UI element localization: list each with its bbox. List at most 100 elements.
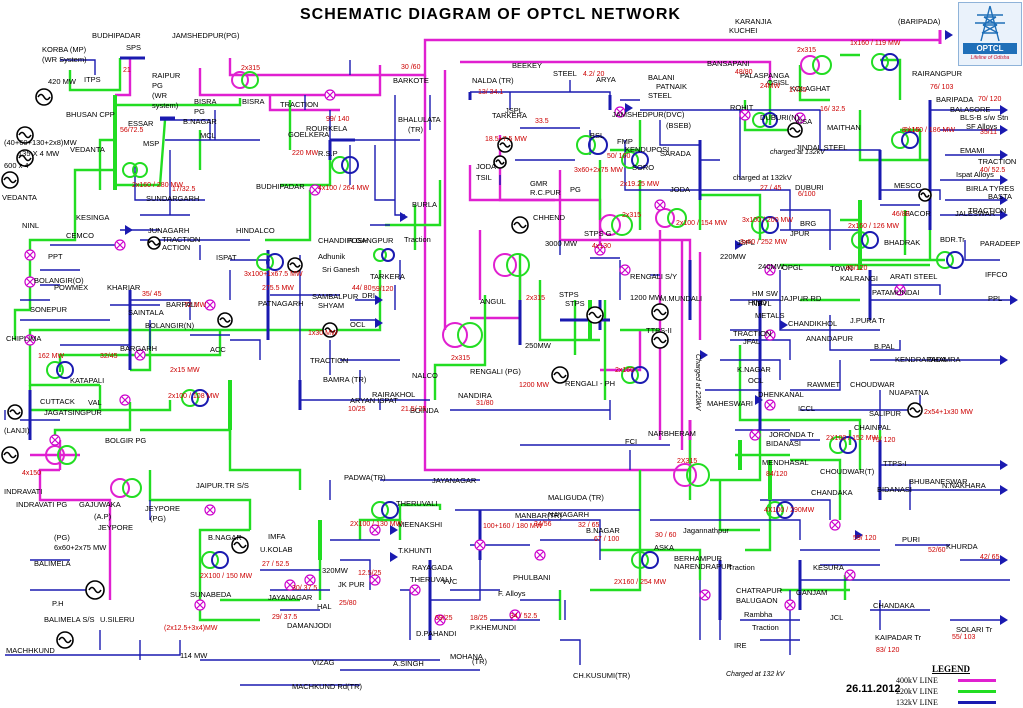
station-label: NARENDRAPUR — [674, 562, 733, 571]
capacity-label: 4x100 / 264 MW — [318, 185, 369, 192]
capacity-label: 3x100+1x67.5 MW — [244, 271, 303, 278]
station-label: MACHHKUND — [6, 646, 55, 655]
capacity-label: 2x100 / 154 MW — [676, 220, 727, 227]
station-label: NAYAGARH — [548, 510, 589, 519]
station-label: DAMANJODI — [287, 621, 331, 630]
transformer-bisra — [231, 71, 259, 89]
station-label: PPT — [48, 252, 63, 261]
capacity-label: 275.5 MW — [262, 285, 294, 292]
capacity-label: 21 — [123, 67, 131, 74]
station-label: MEENAKSHI — [398, 520, 442, 529]
capacity-label: 13/ 34.1 — [478, 89, 503, 96]
capacity-label: 24MW — [760, 83, 781, 90]
busbar-kolaghat — [688, 30, 942, 440]
station-label: RAWMET — [807, 380, 840, 389]
capacity-label: 4X100 / 290MW — [764, 507, 815, 514]
station-label: JPUR — [790, 229, 810, 238]
station-label: CHHEND — [533, 213, 566, 222]
station-label: DUBURI(N) — [760, 113, 800, 122]
station-label: BUDHIPADAR — [256, 182, 305, 191]
generator-maithan — [787, 122, 803, 138]
generator-vedanta-2 — [16, 149, 34, 167]
station-label: DRI — [362, 291, 375, 300]
breakers — [24, 89, 906, 626]
capacity-label: 2x160 / 186 MW — [904, 127, 955, 134]
transformer-stps — [442, 322, 483, 348]
station-label: BUDHIPADAR — [92, 31, 141, 40]
transformer-mendhasal — [673, 463, 710, 487]
station-label: KESINGA — [76, 213, 109, 222]
generator-facor — [918, 188, 932, 202]
station-label: (WR System) — [42, 55, 87, 64]
station-label: ISPAT — [216, 253, 237, 262]
breaker — [619, 264, 631, 276]
transformer-bhadrak — [851, 231, 879, 249]
capacity-label: 2x315 — [622, 212, 641, 219]
transformer-bolangir — [46, 361, 74, 379]
station-label: BEEKEY — [512, 61, 542, 70]
breaker — [739, 109, 751, 121]
transformer-bsl — [655, 208, 687, 228]
station-label: BERHAMPUR — [674, 554, 723, 563]
station-label: JK PUR — [338, 580, 365, 589]
station-label: KOLAGHAT — [790, 84, 831, 93]
generator-korba — [35, 88, 53, 106]
station-label: KENDRAPADA — [895, 355, 946, 364]
breaker — [654, 199, 666, 211]
station-label: T.KHUNTI — [398, 546, 432, 555]
capacity-label: 1x30 MW — [308, 330, 338, 337]
capacity-label: 6/100 — [798, 191, 816, 198]
station-label: MSP — [143, 139, 159, 148]
station-label: FACOR — [905, 209, 931, 218]
station-label: TRACTION — [978, 157, 1016, 166]
station-label: SORO — [632, 163, 654, 172]
station-label: BSL — [590, 131, 604, 140]
capacity-label: 83/ 120 — [876, 647, 899, 654]
capacity-label: 40/ 52.5 — [980, 167, 1005, 174]
station-label: JALESWAR — [955, 209, 996, 218]
logo-tagline: Lifeline of Odisha — [970, 55, 1010, 61]
station-label: JINDAL STEEL — [796, 143, 847, 152]
station-label: KUCHEI — [729, 26, 757, 35]
station-label: BALIMELA S/S — [44, 615, 94, 624]
station-label: ANGUL — [480, 297, 506, 306]
station-label: (PG) — [54, 533, 70, 542]
station-label: HM SW — [752, 289, 779, 298]
capacity-label: 33.5 — [535, 118, 549, 125]
station-label: ASKA — [654, 543, 674, 552]
breaker — [49, 434, 61, 446]
generator-ib — [497, 137, 513, 153]
capacity-label: 18/25 — [470, 615, 488, 622]
generator-stps-250 — [586, 306, 604, 324]
breaker — [409, 584, 421, 596]
station-label: JUNAGARH — [148, 226, 189, 235]
station-label: KORBA (MP) — [42, 45, 87, 54]
station-label: BIDANASI — [766, 439, 801, 448]
station-label: SARADA — [660, 149, 691, 158]
station-label: D.PAHANDI — [416, 629, 456, 638]
transformer-stps-g — [493, 253, 530, 277]
capacity-label: 42/ 65 — [980, 554, 1000, 561]
capacity-label: 48/80 — [735, 69, 753, 76]
capacity-label: 46/80 — [892, 211, 910, 218]
legend: LEGEND 400kV LINE 220kV LINE 132kV LINE — [896, 664, 1006, 708]
generator-icl — [907, 402, 923, 418]
generator-cemco — [147, 236, 161, 250]
station-label: GAJUWAKA — [79, 500, 121, 509]
station-label: JEYPORE — [145, 504, 180, 513]
capacity-label: 32 / 65 — [578, 522, 600, 529]
station-label: A.SINGH — [393, 659, 424, 668]
capacity-label: 2X100 / 130 MW — [350, 521, 403, 528]
station-label: ACTION — [162, 243, 190, 252]
page-title: SCHEMATIC DIAGRAM OF OPTCL NETWORK — [300, 6, 681, 23]
station-label: 600 x 4 — [4, 161, 29, 170]
breaker — [24, 334, 36, 346]
breaker — [509, 609, 521, 621]
station-label: SHYAM — [318, 301, 344, 310]
station-label: TARKERA — [492, 111, 527, 120]
generator-burla — [287, 257, 303, 273]
capacity-label: 12.5/25 — [358, 570, 381, 577]
capacity-label: 2x15 MW — [170, 367, 200, 374]
breaker — [304, 574, 316, 586]
